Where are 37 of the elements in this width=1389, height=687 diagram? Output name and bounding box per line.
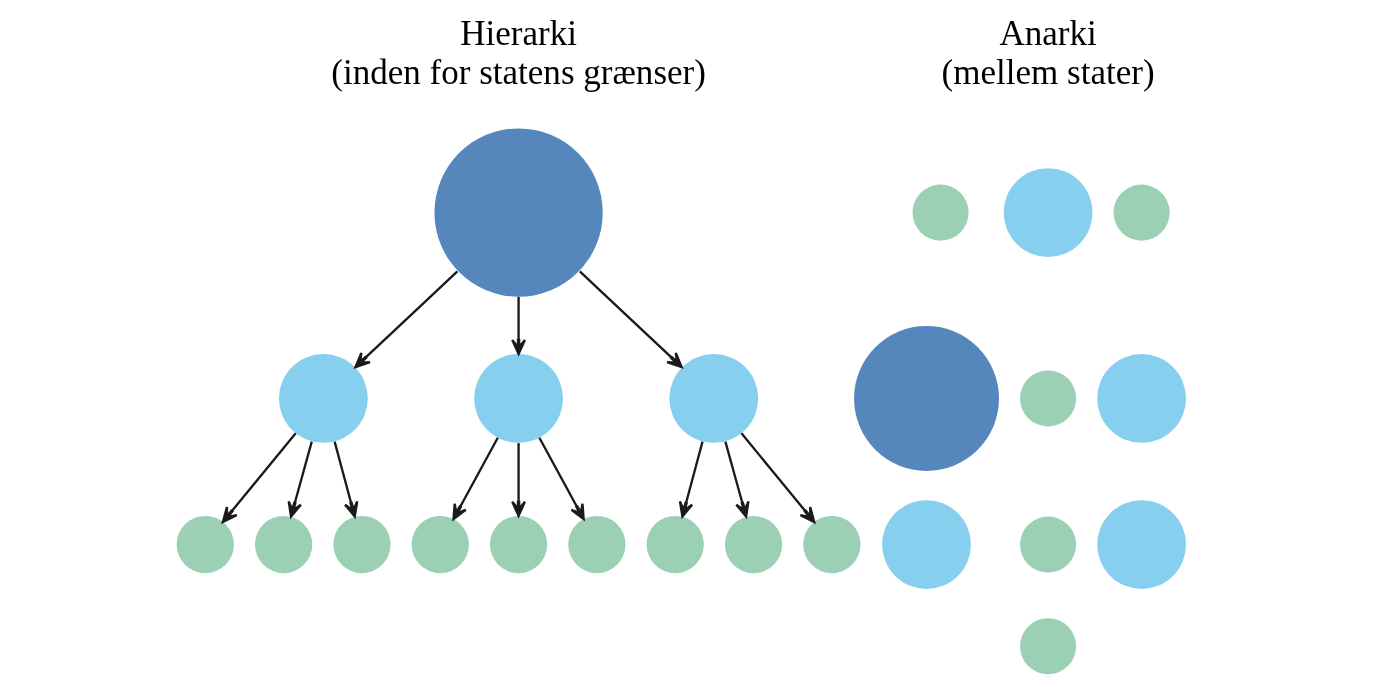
arrow	[724, 441, 750, 518]
node-circle	[176, 515, 234, 574]
arrow	[452, 437, 499, 521]
node-circle	[255, 515, 313, 574]
node-circle	[434, 128, 603, 297]
node-circle	[1020, 370, 1077, 427]
node-circle	[882, 500, 971, 589]
arrow	[287, 441, 313, 518]
node-circle	[1097, 354, 1186, 443]
node-circle	[1020, 618, 1077, 675]
node-circle	[724, 515, 783, 574]
node-circle	[278, 354, 368, 443]
arrow	[538, 437, 585, 521]
node-circle	[912, 184, 969, 241]
node-circle	[803, 515, 861, 574]
arrow	[579, 270, 683, 369]
node-circle	[646, 515, 704, 574]
arrow	[511, 443, 527, 517]
node-circle	[568, 515, 626, 574]
node-circle	[1113, 184, 1170, 241]
label: Anarki (mellem stater)	[941, 14, 1155, 92]
arrow	[354, 270, 459, 369]
node-circle	[411, 515, 469, 574]
arrow	[511, 296, 527, 356]
node-circle	[1097, 500, 1186, 589]
node-circle	[854, 325, 999, 471]
arrow	[740, 432, 816, 524]
label: Hierarki (inden for statens grænser)	[331, 14, 706, 92]
arrow	[678, 441, 704, 518]
node-circle	[669, 354, 759, 443]
node-circle	[1020, 516, 1077, 573]
arrow	[221, 432, 297, 524]
arrow	[333, 441, 359, 518]
node-circle	[333, 515, 391, 574]
node-circle	[1003, 168, 1093, 257]
node-circle	[474, 354, 563, 443]
node-circle	[489, 515, 548, 574]
